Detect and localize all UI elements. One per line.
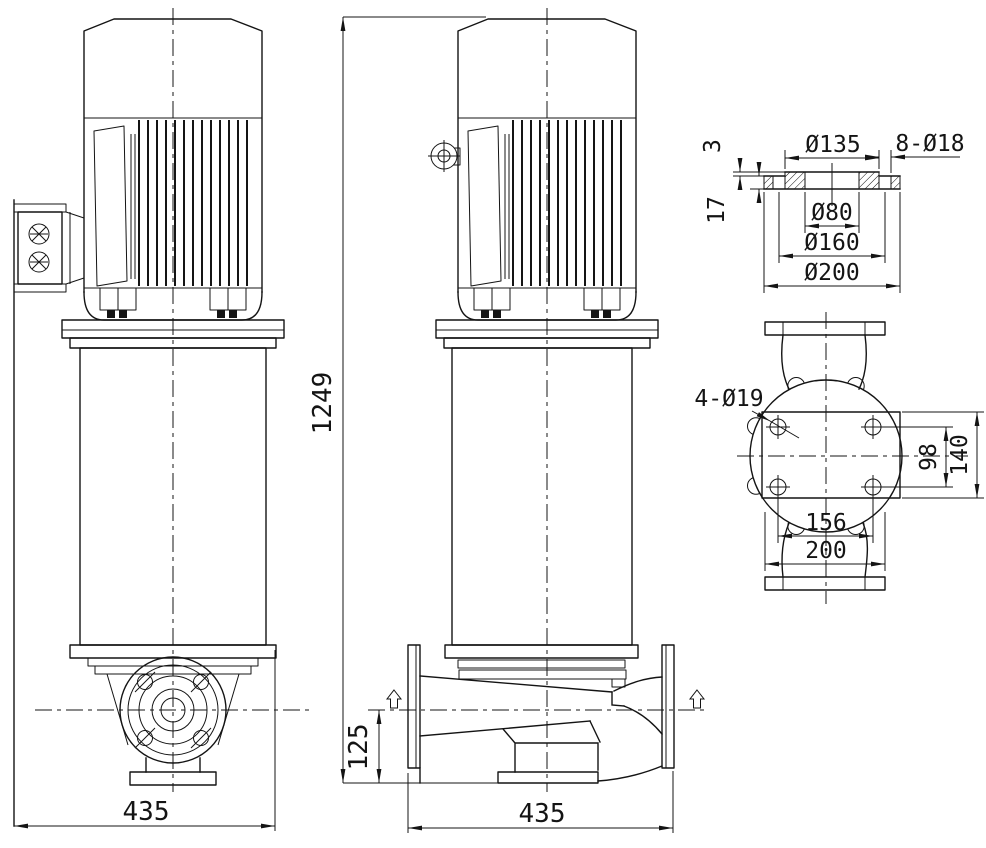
flange-thickness-dimension: 17 — [704, 162, 764, 224]
bottom-foot-flange — [129, 771, 217, 786]
screw-icon — [28, 251, 50, 273]
dim-label-raised-face-thickness: 3 — [700, 139, 726, 153]
motor-front — [83, 18, 263, 321]
bolt-hole-icon — [134, 727, 156, 749]
port-flange-width-dimension: 200 — [764, 512, 886, 571]
pad-height-dimension: 140 — [902, 411, 984, 499]
side-view: 1249 125 435 — [308, 8, 706, 833]
dim-label-raised-face-dia: Ø135 — [805, 132, 860, 158]
pump-barrel-side — [435, 319, 659, 688]
dim-label-front-width: 435 — [123, 797, 170, 827]
outer-dia-dimension: Ø200 — [763, 192, 901, 293]
port-top-view: 4-Ø19 98 140 156 200 — [694, 312, 984, 604]
bolt-hole-icon — [766, 475, 790, 499]
motor-cover-panel — [93, 125, 128, 287]
hole-spacing-v-dimension: 98 — [883, 426, 953, 488]
dim-label-hole-spacing-v: 98 — [916, 443, 942, 471]
mounting-pad — [761, 411, 901, 499]
hole-spacing-h-dimension: 156 — [777, 496, 874, 543]
lifting-eyebolt-icon — [428, 140, 461, 172]
overall-height-dimension: 1249 — [308, 16, 499, 784]
dim-label-bore-dia: Ø80 — [811, 200, 853, 226]
bolt-hole-icon — [190, 671, 212, 693]
cooling-fins — [138, 120, 248, 286]
dim-label-outer-dia: Ø200 — [804, 260, 859, 286]
dim-label-flange-thickness: 17 — [704, 196, 730, 224]
bolt-hole-icon — [134, 671, 156, 693]
bore-dia-dimension: Ø80 — [804, 192, 860, 233]
dim-label-bolt-circle-dia: Ø160 — [804, 230, 859, 256]
top-port-flange — [764, 321, 886, 390]
bolt-circle-dia-dimension: Ø160 — [778, 192, 886, 263]
pump-casing-side — [385, 644, 706, 784]
bottom-port-flange — [764, 522, 886, 591]
motor-side — [428, 18, 637, 321]
bolt-hole-icon — [861, 475, 885, 499]
front-view: 435 — [13, 8, 312, 831]
discharge-flange-side — [661, 644, 675, 769]
screw-icon — [28, 223, 50, 245]
cooling-fins — [512, 120, 622, 286]
side-width-dimension: 435 — [407, 771, 674, 833]
front-width-dimension: 435 — [14, 650, 276, 831]
terminal-box — [13, 203, 85, 293]
dim-label-bolt-holes: 8-Ø18 — [895, 131, 964, 157]
bolt-holes-dimension: 8-Ø18 — [865, 131, 965, 173]
flow-direction-arrow-icon — [385, 689, 403, 709]
dim-label-overall-height: 1249 — [308, 372, 338, 435]
pad-holes-dimension: 4-Ø19 — [694, 386, 800, 439]
suction-flange-side — [407, 644, 421, 769]
dim-label-hole-spacing-h: 156 — [805, 510, 847, 536]
motor-cover-panel — [467, 125, 502, 287]
dim-label-side-width: 435 — [519, 799, 566, 829]
dim-label-port-flange-width: 200 — [805, 538, 847, 564]
flow-direction-arrow-icon — [688, 689, 706, 709]
dim-label-pad-holes: 4-Ø19 — [694, 386, 763, 412]
flange-detail-view: Ø135 8-Ø18 3 17 Ø80 — [700, 131, 965, 293]
suction-flange-front — [119, 656, 227, 786]
dim-label-outlet-height: 125 — [344, 724, 374, 771]
outlet-height-dimension: 125 — [344, 710, 382, 783]
casing-foot — [497, 771, 599, 784]
pump-barrel-front — [61, 319, 285, 746]
bolt-hole-icon — [190, 727, 212, 749]
bolt-hole-icon — [861, 415, 885, 439]
dim-label-pad-height: 140 — [947, 434, 973, 476]
